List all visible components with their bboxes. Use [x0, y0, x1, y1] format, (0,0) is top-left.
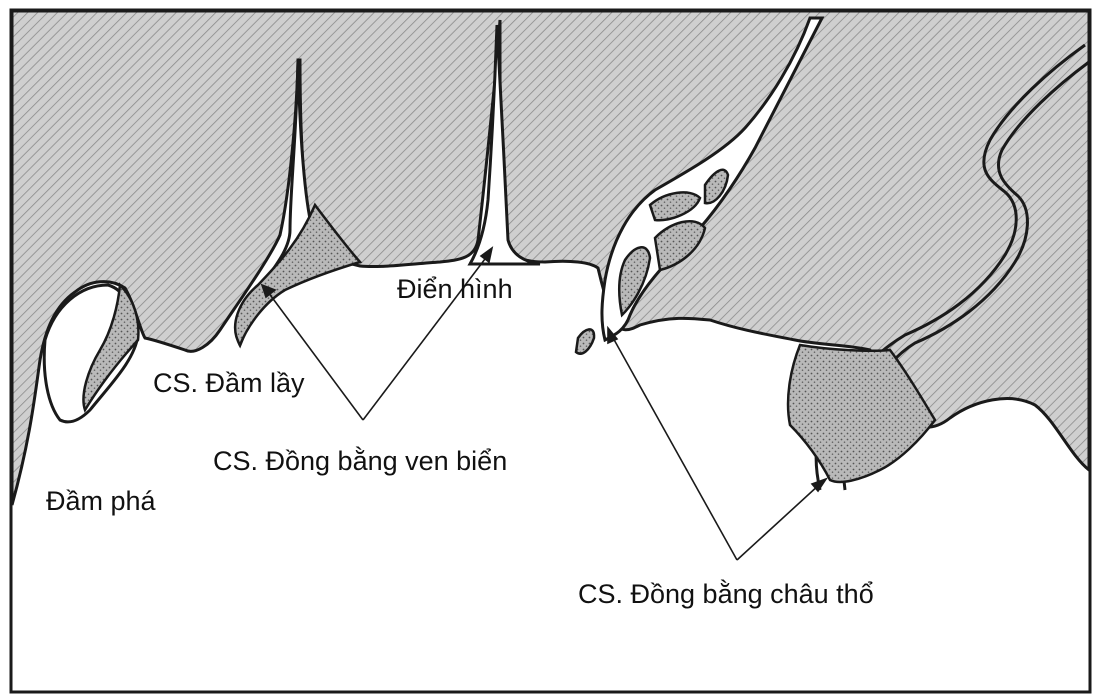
label-lagoon: Đầm phá — [46, 486, 157, 516]
label-typical-estuary: Điển hình — [397, 274, 513, 304]
label-delta-estuary: CS. Đồng bằng châu thổ — [578, 578, 874, 609]
label-coastal-plain-estuary: CS. Đồng bằng ven biển — [213, 445, 507, 476]
label-swamp-estuary: CS. Đầm lầy — [153, 368, 305, 398]
